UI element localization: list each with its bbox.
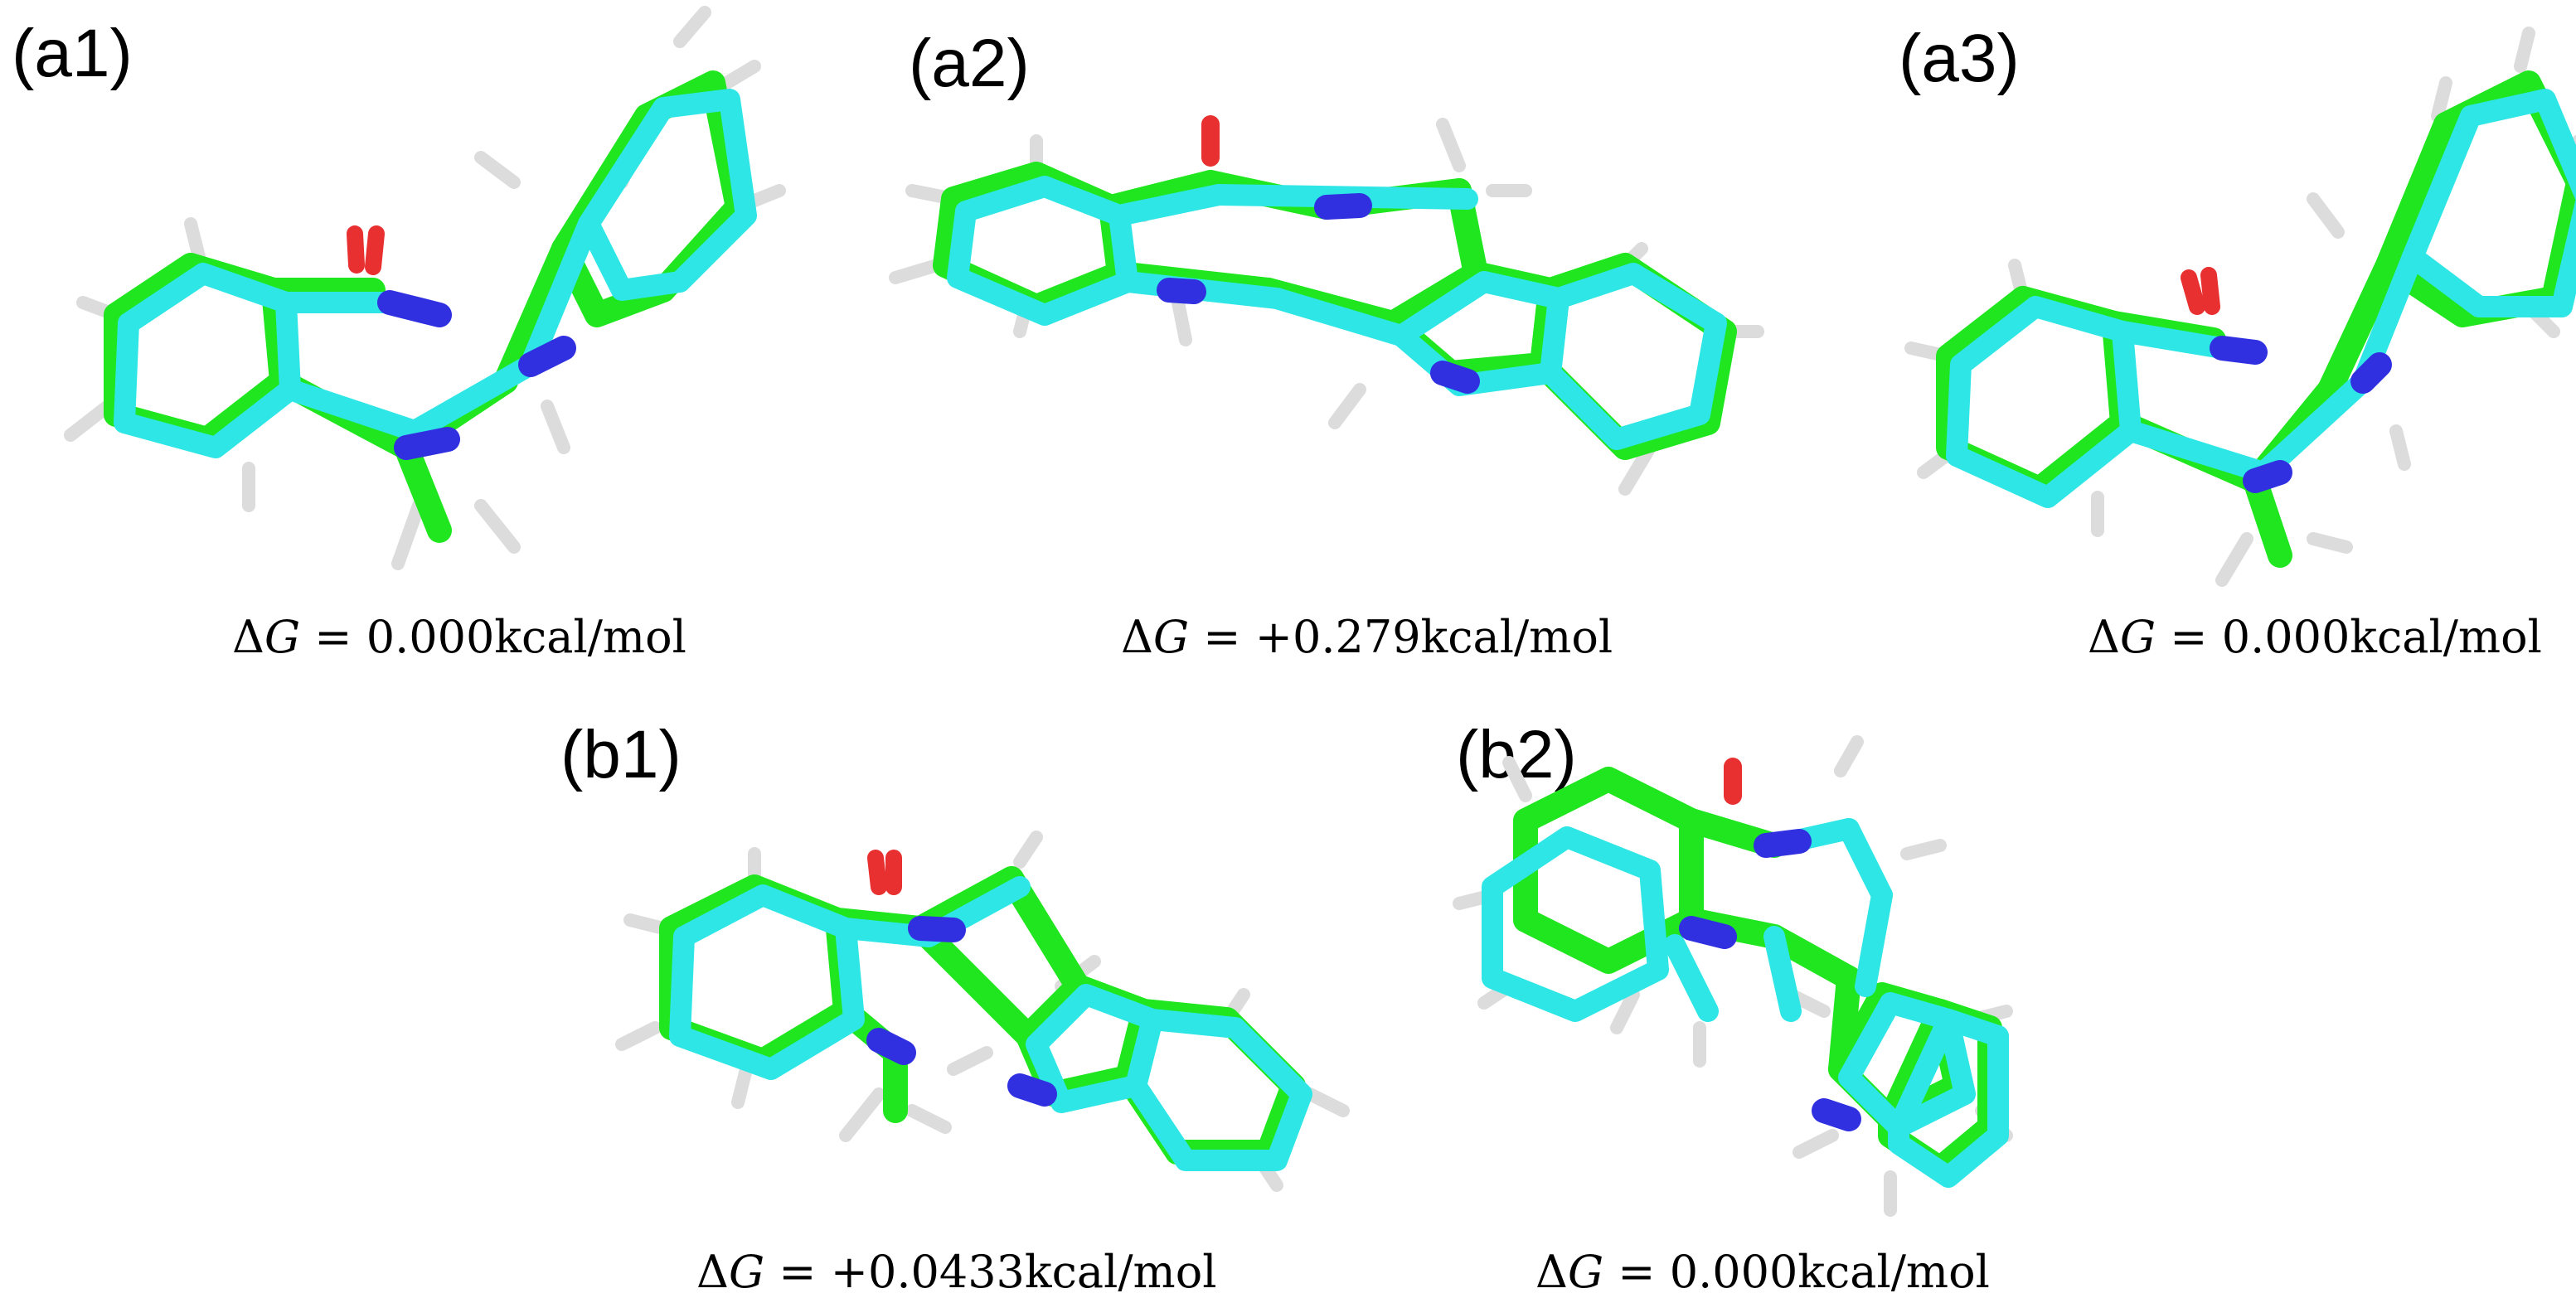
molecule-b2 (1453, 735, 2013, 1217)
energy-label-b2: ΔG = 0.000kcal/mol (1535, 1250, 1990, 1295)
energy-prefix: ΔG = (1535, 1246, 1670, 1298)
energy-label-a3: ΔG = 0.000kcal/mol (2088, 615, 2542, 660)
energy-label-a1: ΔG = 0.000kcal/mol (232, 615, 686, 660)
energy-prefix: ΔG = (2088, 611, 2222, 663)
panel-label-a1: (a1) (12, 16, 133, 91)
energy-label-b1: ΔG = +0.0433kcal/mol (696, 1250, 1217, 1295)
molecule-a3 (1904, 27, 2576, 587)
energy-prefix: ΔG = (1121, 611, 1255, 663)
panel-label-a2: (a2) (909, 26, 1030, 101)
molecule-a1 (64, 6, 786, 570)
energy-value: 0.000kcal/mol (2221, 611, 2542, 663)
energy-value: 0.000kcal/mol (366, 611, 686, 663)
molecule-b1 (615, 831, 1350, 1192)
panel-label-b1: (b1) (560, 717, 682, 792)
molecule-a2 (889, 115, 1764, 496)
energy-prefix: ΔG = (696, 1246, 831, 1298)
energy-value: 0.000kcal/mol (1669, 1246, 1990, 1298)
energy-label-a2: ΔG = +0.279kcal/mol (1121, 615, 1613, 660)
energy-prefix: ΔG = (232, 611, 366, 663)
panel-label-a3: (a3) (1899, 21, 2020, 96)
energy-value: +0.279kcal/mol (1254, 611, 1613, 663)
energy-value: +0.0433kcal/mol (830, 1246, 1217, 1298)
